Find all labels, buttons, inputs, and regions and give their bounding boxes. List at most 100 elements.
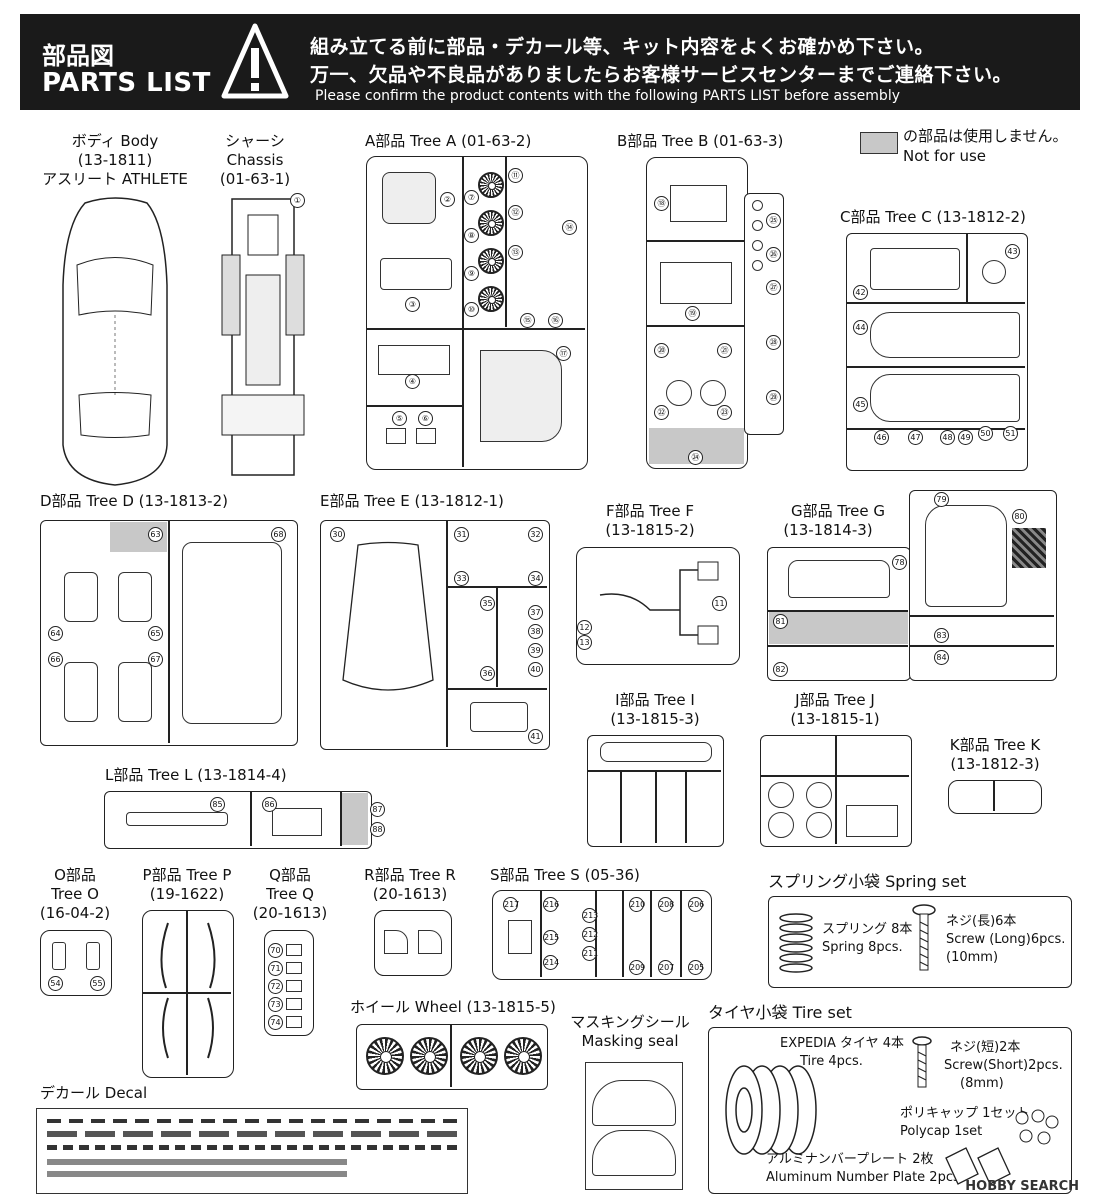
tree-q-num-71: 71: [268, 961, 283, 976]
tree-q-label-3: (20-1613): [252, 904, 328, 922]
tree-s-num-206: 206: [688, 897, 704, 912]
tree-g-num-79: 79: [934, 492, 949, 507]
tree-q-num-70: 70: [268, 943, 283, 958]
tree-e-num-34: 34: [528, 571, 543, 586]
tree-q-num-72: 72: [268, 979, 283, 994]
wheel-4: [504, 1037, 542, 1075]
chassis-label-3: (01-63-1): [219, 170, 291, 188]
tree-b-num-24: ㉔: [688, 450, 703, 465]
tree-l-num-86: 86: [262, 797, 277, 812]
tree-a-wheel-10: [478, 286, 504, 312]
tree-p-parts-shape: [160, 922, 216, 1059]
tree-b-num-29: ㉙: [766, 390, 781, 405]
long-screw-icon: [912, 904, 936, 971]
tree-j-label-2: (13-1815-1): [790, 710, 880, 728]
tire-jp: EXPEDIA タイヤ 4本: [780, 1036, 905, 1051]
tree-e-num-32: 32: [528, 527, 543, 542]
polycap-icon: [1015, 1109, 1059, 1145]
tree-i-label-2: (13-1815-3): [610, 710, 700, 728]
title-jp: 部品図: [42, 42, 114, 70]
tree-g-label-1: G部品 Tree G: [790, 502, 886, 520]
title-en: PARTS LIST: [42, 68, 211, 98]
number-plate-icon: [945, 1147, 1011, 1185]
tree-a-num-3: ③: [405, 297, 420, 312]
spring-jp: スプリング 8本: [822, 922, 913, 937]
tree-a-num-17: ⑰: [556, 346, 571, 361]
tree-p-label-1: P部品 Tree P: [142, 866, 232, 884]
tree-c-num-45: 45: [853, 397, 868, 412]
tree-a-num-2: ②: [440, 192, 455, 207]
tree-c-num-50: 50: [978, 426, 993, 441]
not-for-use-swatch: [860, 132, 898, 154]
tree-l-not-for-use: [342, 793, 368, 845]
tree-a-num-15: ⑮: [520, 313, 535, 328]
tree-s-num-213: 213: [582, 908, 598, 923]
tree-b-label: B部品 Tree B (01-63-3): [617, 132, 784, 150]
tree-g-part-79-shape: [925, 505, 1007, 607]
tree-q-num-73: 73: [268, 997, 283, 1012]
tree-s-label: S部品 Tree S (05-36): [490, 866, 640, 884]
tree-l-part-86-shape: [272, 808, 322, 836]
tree-e-part-41-shape: [470, 702, 528, 732]
number-plate-en: Aluminum Number Plate 2pcs.: [766, 1170, 964, 1185]
tree-b-num-27: ㉗: [766, 280, 781, 295]
tree-e-num-37: 37: [528, 605, 543, 620]
tree-o-num-55: 55: [90, 976, 105, 991]
tree-q-label-2: Tree Q: [266, 885, 314, 903]
tree-a-part-17-shape: [480, 350, 562, 442]
tree-g-label-2: (13-1814-3): [783, 521, 873, 539]
tree-i-part-shape: [600, 742, 712, 762]
tree-d-num-66: 66: [48, 652, 63, 667]
tree-k-frame: [948, 780, 1042, 814]
tree-p-frame: [142, 910, 234, 1078]
tree-g-num-81: 81: [773, 614, 788, 629]
tree-s-num-209: 209: [629, 960, 645, 975]
tree-s-num-211: 211: [582, 946, 598, 961]
tree-q-num-74: 74: [268, 1015, 283, 1030]
tree-d-part-68-shape: [182, 542, 282, 724]
spring-icon: [779, 913, 813, 973]
tree-l-num-85: 85: [210, 797, 225, 812]
tree-l-label: L部品 Tree L (13-1814-4): [105, 766, 287, 784]
tree-c-part-45-shape: [870, 374, 1020, 422]
tree-i-label-1: I部品 Tree I: [615, 691, 695, 709]
tire-en: Tire 4pcs.: [800, 1054, 863, 1069]
tree-a-wheel-9: [478, 248, 504, 274]
wheel-2: [410, 1037, 448, 1075]
tree-c-num-43: 43: [1005, 244, 1020, 259]
not-for-use-jp: の部品は使用しません。: [903, 127, 1068, 145]
tree-a-part-4-shape: [378, 345, 450, 375]
tree-d-num-68: 68: [271, 527, 286, 542]
body-label-2: (13-1811): [77, 151, 153, 169]
decal-sheet: [36, 1108, 468, 1194]
tree-s-num-210: 210: [629, 897, 645, 912]
tree-a-num-7: ⑦: [464, 190, 479, 205]
tree-r-label-2: (20-1613): [372, 885, 448, 903]
tree-g-num-84: 84: [934, 650, 949, 665]
tree-e-label: E部品 Tree E (13-1812-1): [320, 492, 504, 510]
tree-a-num-13: ⑬: [508, 245, 523, 260]
long-screw-size: (10mm): [946, 950, 999, 965]
tree-s-num-215: 215: [543, 930, 559, 945]
tree-o-label-3: (16-04-2): [39, 904, 111, 922]
tree-b-num-22: ㉒: [654, 405, 669, 420]
tree-r-label-1: R部品 Tree R: [364, 866, 456, 884]
tree-s-num-212: 212: [582, 927, 598, 942]
wheel-1: [366, 1037, 404, 1075]
tree-e-num-35: 35: [480, 596, 495, 611]
short-screw-icon: [912, 1036, 932, 1088]
tree-e-num-40: 40: [528, 662, 543, 677]
tree-a-num-10: ⑩: [464, 302, 479, 317]
chassis-label-2: Chassis: [226, 151, 284, 169]
tree-d-num-67: 67: [148, 652, 163, 667]
tree-c-num-44: 44: [853, 320, 868, 335]
tire-icon: [725, 1065, 817, 1155]
polycap-jp: ポリキャップ 1セット: [900, 1106, 1030, 1121]
tree-p-label-2: (19-1622): [149, 885, 225, 903]
tree-a-num-8: ⑧: [464, 228, 479, 243]
tree-b-num-26: ㉖: [766, 247, 781, 262]
tree-a-num-14: ⑭: [562, 220, 577, 235]
tree-b-part-18-shape: [670, 185, 727, 222]
tree-g-not-for-use: [769, 612, 908, 644]
tree-c-num-42: 42: [853, 285, 868, 300]
